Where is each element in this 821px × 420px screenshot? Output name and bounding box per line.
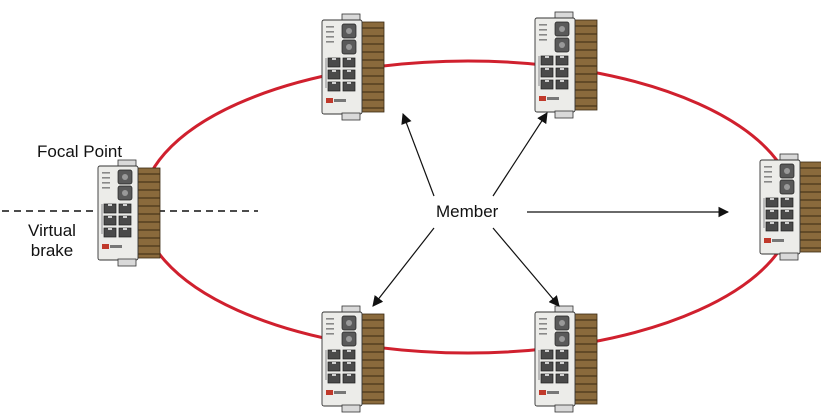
- virtual-brake-label: Virtual brake: [22, 221, 82, 261]
- virtual-brake-label-line2: brake: [30, 241, 74, 260]
- switch-member-top-right: [534, 11, 598, 119]
- arrow-to-top-right: [492, 112, 548, 197]
- switch-member-bottom-right: [534, 305, 598, 413]
- switch-member-right: [759, 153, 821, 261]
- arrow-to-bottom-left: [372, 227, 435, 307]
- virtual-brake-label-line1: Virtual: [28, 221, 76, 240]
- arrow-to-bottom-right: [492, 227, 560, 307]
- switch-focal-point: [97, 159, 161, 267]
- switch-member-top-left: [321, 13, 385, 121]
- switch-member-bottom-left: [321, 305, 385, 413]
- arrow-to-top-left: [401, 112, 435, 197]
- focal-point-label: Focal Point: [37, 142, 123, 161]
- member-label: Member: [436, 202, 499, 221]
